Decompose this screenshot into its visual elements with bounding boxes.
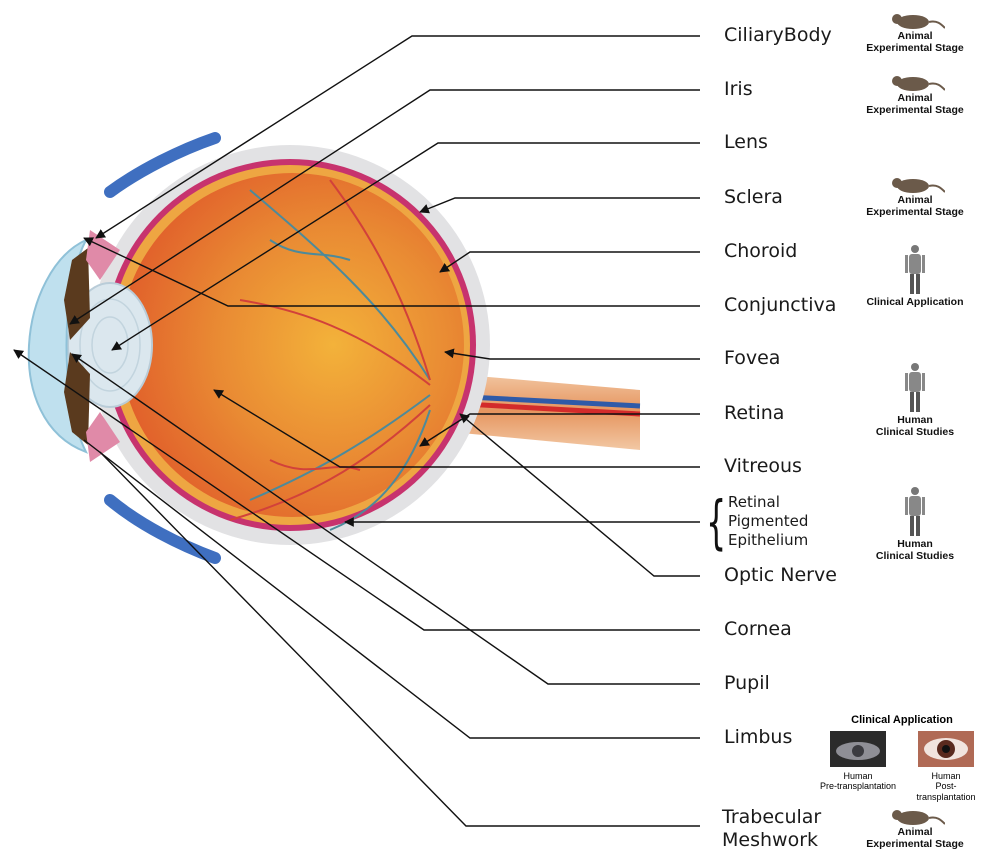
label-vitreous: Vitreous [724,457,802,476]
label-conjunctiva: Conjunctiva [724,296,836,315]
badge-human-line2: Clinical Studies [856,550,974,562]
rat-icon [885,174,945,194]
label-rpe: Retinal Pigmented Epithelium [728,493,868,549]
post-line1: Human [906,771,985,781]
photo-pre-transplantation: Human Pre-transplantation [818,731,898,802]
post-line2: Post-transplantation [906,781,985,802]
rat-icon [885,806,945,826]
label-sclera: Sclera [724,188,783,207]
badge-human-line1: Human [856,538,974,550]
label-rpe-line2: Pigmented [728,512,868,531]
label-rpe-line3: Epithelium [728,531,868,550]
human-icon [903,486,927,538]
label-fovea: Fovea [724,349,780,368]
badge-animal-line1: Animal [856,194,974,206]
rat-icon [885,72,945,92]
photo-post-transplantation: Human Post-transplantation [906,731,985,802]
badge-clinical-application: Clinical Application [856,296,974,308]
badge-animal-line1: Animal [856,30,974,42]
badge-animal-line1: Animal [856,826,974,838]
limbus-panel-title: Clinical Application [818,714,985,726]
label-pupil: Pupil [724,674,770,693]
label-cornea: Cornea [724,620,792,639]
badge-clinical-conjunctiva: Clinical Application [856,244,974,308]
label-ciliary-body: CiliaryBody [724,26,832,45]
badge-animal-sclera: Animal Experimental Stage [856,174,974,218]
badge-animal-line2: Experimental Stage [856,838,974,850]
label-trabecular-meshwork: Trabecular Meshwork [722,806,852,852]
badge-human-rpe: Human Clinical Studies [856,486,974,562]
label-trabecular-line1: Trabecular [722,806,852,829]
badge-animal-trabecular: Animal Experimental Stage [856,806,974,850]
badge-animal-line2: Experimental Stage [856,42,974,54]
label-optic-nerve: Optic Nerve [724,566,837,585]
label-iris: Iris [724,80,753,99]
pre-line2: Pre-transplantation [818,781,898,791]
eye-photo-icon [830,731,886,767]
limbus-clinical-panel: Clinical Application Human Pre-transplan… [818,714,985,802]
pre-line1: Human [818,771,898,781]
label-lens: Lens [724,133,768,152]
badge-animal-iris: Animal Experimental Stage [856,72,974,116]
rpe-brace: { [706,493,726,551]
badge-human-line1: Human [856,414,974,426]
label-retina: Retina [724,404,784,423]
badge-animal-ciliary: Animal Experimental Stage [856,10,974,54]
badge-human-line2: Clinical Studies [856,426,974,438]
label-trabecular-line2: Meshwork [722,829,852,852]
label-choroid: Choroid [724,242,797,261]
badge-human-retina: Human Clinical Studies [856,362,974,438]
badge-animal-line2: Experimental Stage [856,104,974,116]
label-rpe-line1: Retinal [728,493,868,512]
human-icon [903,244,927,296]
rat-icon [885,10,945,30]
human-icon [903,362,927,414]
badge-animal-line1: Animal [856,92,974,104]
label-limbus: Limbus [724,728,792,747]
eye-photo-icon [918,731,974,767]
badge-animal-line2: Experimental Stage [856,206,974,218]
vitreous-shape [120,173,464,517]
